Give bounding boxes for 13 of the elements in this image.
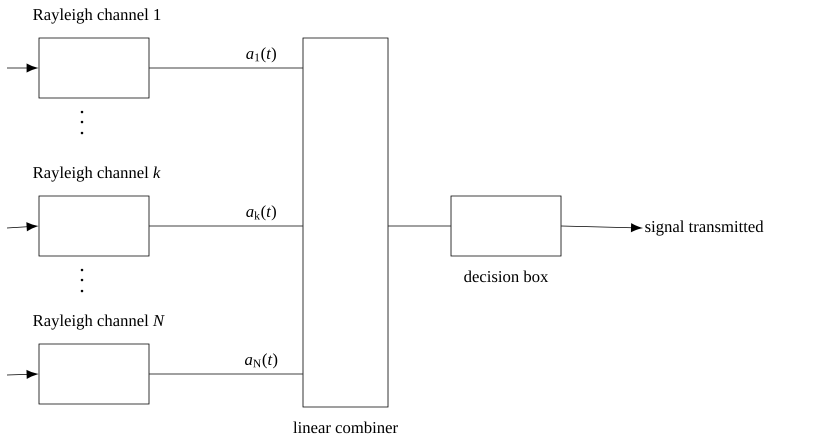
arrow [6, 370, 38, 379]
arrow [6, 222, 38, 232]
channel-heading: Rayleigh channel N [33, 314, 165, 330]
arrow [6, 64, 38, 72]
box-caption: decision box [464, 270, 548, 282]
channel-heading: Rayleigh channel 1 [33, 8, 160, 24]
edge-label: a$_{k}$(t) [246, 205, 276, 220]
arrow [561, 223, 642, 232]
output-label: signal transmitted [645, 220, 764, 236]
box-caption: linear combiner [293, 421, 398, 434]
edge-label: a$_{1}$(t) [246, 47, 276, 62]
channel-heading: Rayleigh channel k [33, 166, 161, 182]
edge-label: a$_{N}$(t) [245, 353, 278, 368]
